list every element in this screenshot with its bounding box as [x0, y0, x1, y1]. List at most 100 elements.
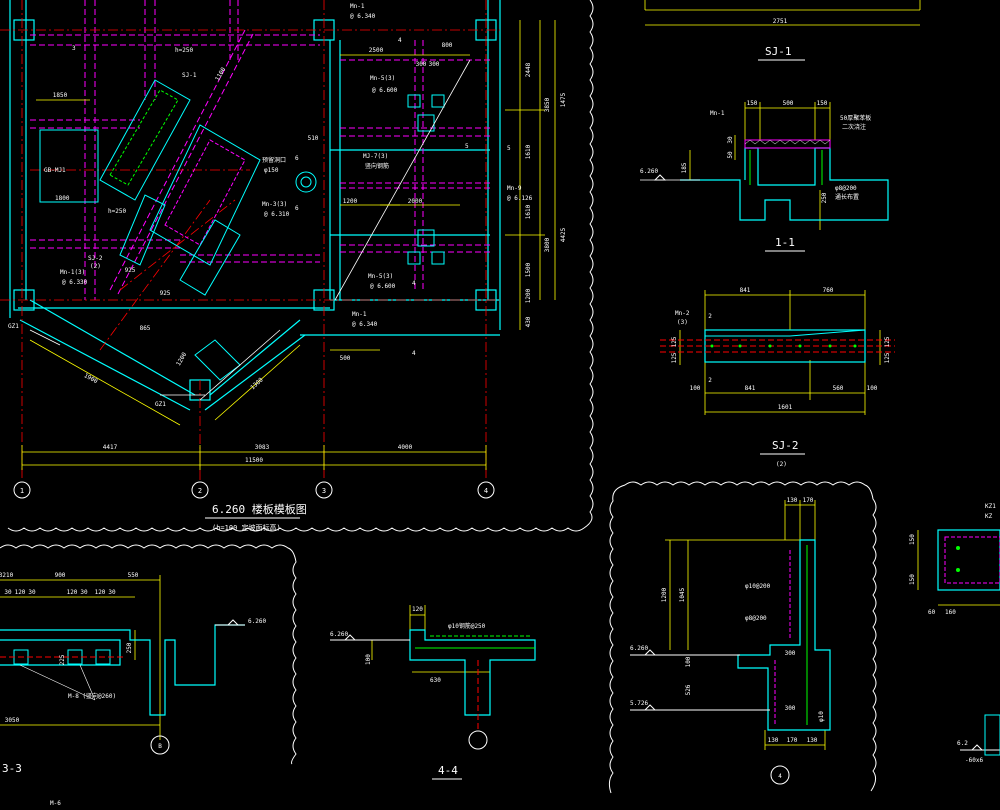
plan-title: 6.260 楼板模板图	[212, 502, 307, 516]
frag-label: KZ1	[985, 503, 996, 510]
sj2-bot-0: 841	[745, 385, 756, 392]
walls	[9, 0, 501, 411]
label-gb-mj: GB-MJ1	[44, 167, 66, 174]
axis-bubble-2	[191, 481, 209, 499]
sj2-mn2: Mn-2	[675, 310, 690, 317]
sect55-dim-526: 526	[685, 684, 692, 695]
sj1-note-b: 二次浇注	[842, 123, 866, 131]
sect44-rebar: φ10钢筋@250	[448, 622, 486, 630]
label-mn5-bot: Mn-5(3)	[368, 273, 393, 280]
sect55-top-1: 170	[803, 497, 814, 504]
sect55-outline	[737, 539, 831, 731]
sect55-rebar-a: φ10@200	[745, 583, 771, 590]
label-dim-510: 510	[308, 135, 319, 142]
axis-bubble-1	[13, 481, 31, 499]
dim-right-0: 2448	[525, 62, 532, 77]
frag-note: -60x6	[965, 757, 983, 764]
label-mn9: Mn-9	[507, 185, 522, 192]
sect55-axis: 4	[778, 773, 782, 780]
revision-cloud-left	[0, 544, 297, 765]
right-edge-fragment[interactable]: KZ1 KZ 150 150 60 160 6.2 -60x6	[909, 503, 1000, 764]
axis-bubble-4	[477, 481, 495, 499]
frag-el: 6.2	[957, 740, 968, 747]
dim-right-1: 3850	[544, 97, 551, 112]
sj2-top-0: 841	[740, 287, 751, 294]
sect44-el: 6.260	[330, 631, 348, 638]
label-dim-1200-mid: 1200	[343, 198, 358, 205]
label-axis-4-low: 4	[412, 350, 416, 357]
main-floor-plan[interactable]: 1 2 3 4 4417 3083 4000 11500 2448 3850 1…	[0, 0, 594, 532]
label-h250-b: h=250	[108, 208, 126, 215]
label-el-6600-bot: @ 6.600	[370, 283, 396, 290]
frag-dim-2: 60	[928, 609, 936, 616]
sect33-bottom-dim: 3050	[5, 717, 20, 724]
axis-label-1: 1	[20, 487, 24, 495]
sect55-bot-0: 130	[768, 737, 779, 744]
label-dim-1850: 1850	[53, 92, 68, 99]
sect33-h-1: 225	[59, 654, 66, 665]
sect44-height: 100	[365, 654, 372, 665]
sj1-side-1: 30	[727, 136, 734, 144]
revision-cloud-main	[7, 0, 594, 532]
label-dim-925a: 925	[125, 267, 136, 274]
sect55-top-0: 130	[787, 497, 798, 504]
sect55-bot-1: 170	[787, 737, 798, 744]
sj2-right-100: 100	[867, 385, 878, 392]
dim-axis-2-3: 3083	[255, 444, 270, 451]
sect55-el-bot: 5.726	[630, 700, 648, 707]
sj1-rebar: φ8@200	[835, 185, 857, 192]
sj2-sub: (2)	[776, 461, 787, 468]
label-axis-4: 4	[398, 37, 402, 44]
sect33-dim-2: 550	[128, 572, 139, 579]
sect55-dim-a: 300	[785, 650, 796, 657]
sect44-title: 4-4	[438, 764, 458, 777]
sj1-side-2: 50	[727, 151, 734, 159]
label-el-6340-bot: @ 6.340	[352, 321, 378, 328]
sj1-top-dim: 2751	[773, 18, 788, 25]
dim-total: 11500	[245, 457, 263, 464]
label-mn1-bot: Mn-1	[352, 311, 367, 318]
detail-sj1[interactable]: 2751 SJ-1 150 500 150 185 30 50 250	[640, 0, 921, 252]
sect44-outline	[409, 629, 536, 716]
sj2-mark-a: 2	[708, 313, 712, 320]
section-3-3[interactable]: 3210 900 550 30 120 30 120 30 120 30 250…	[0, 544, 297, 807]
axis-bubble-3	[315, 481, 333, 499]
label-sj2-ref: SJ-2	[88, 255, 103, 262]
sj2-top-1: 760	[823, 287, 834, 294]
label-el-6330-left: @ 6.330	[62, 279, 88, 286]
detail-sj2[interactable]: 841 760 841 560 1601 100 100 125 125 125…	[660, 287, 895, 468]
dim-right-9: 430	[525, 316, 532, 327]
sj1-side-0: 185	[681, 162, 688, 173]
revision-cloud-right	[608, 481, 877, 794]
label-gz1-a: GZ1	[8, 323, 19, 330]
sect33-dim-3: 30	[4, 589, 12, 596]
sect55-left-0: 1200	[661, 587, 668, 602]
sect44-width: 630	[430, 677, 441, 684]
sj2-side-3: 125	[884, 352, 891, 363]
dim-right-2: 1475	[560, 92, 567, 107]
sj1-mn1: Mn-1	[710, 110, 725, 117]
sj1-dim-0: 150	[747, 100, 758, 107]
label-gz1-b: GZ1	[155, 401, 166, 408]
frag-dim-1: 150	[909, 574, 916, 585]
sect33-outline	[0, 624, 245, 716]
leader-lines	[29, 59, 471, 401]
axis-label-2: 2	[198, 487, 202, 495]
axis-label-3: 3	[322, 487, 326, 495]
sect33-dim-8: 120	[95, 589, 106, 596]
label-axis-6a: 6	[295, 155, 299, 162]
label-axis-5a: 5	[465, 143, 469, 150]
frag-dim-3: 160	[945, 609, 956, 616]
label-el-6340-top: @ 6.340	[350, 13, 376, 20]
sj1-side-3: 250	[821, 192, 828, 203]
sect55-left-1: 1045	[679, 587, 686, 602]
frag-dim-0: 150	[909, 534, 916, 545]
sect55-dim-100: 100	[685, 656, 692, 667]
sj1-note-a: 50厚聚苯板	[840, 114, 871, 122]
section-5-5[interactable]: 130 170 1200 1045 100 526 300 300 130 17…	[608, 481, 877, 794]
dim-right-6: 4425	[560, 227, 567, 242]
sj1-section-outline	[680, 147, 889, 221]
section-4-4[interactable]: 6.260 120 φ10钢筋@250 630 100 4-4	[330, 605, 536, 780]
dim-right-5: 3800	[544, 237, 551, 252]
